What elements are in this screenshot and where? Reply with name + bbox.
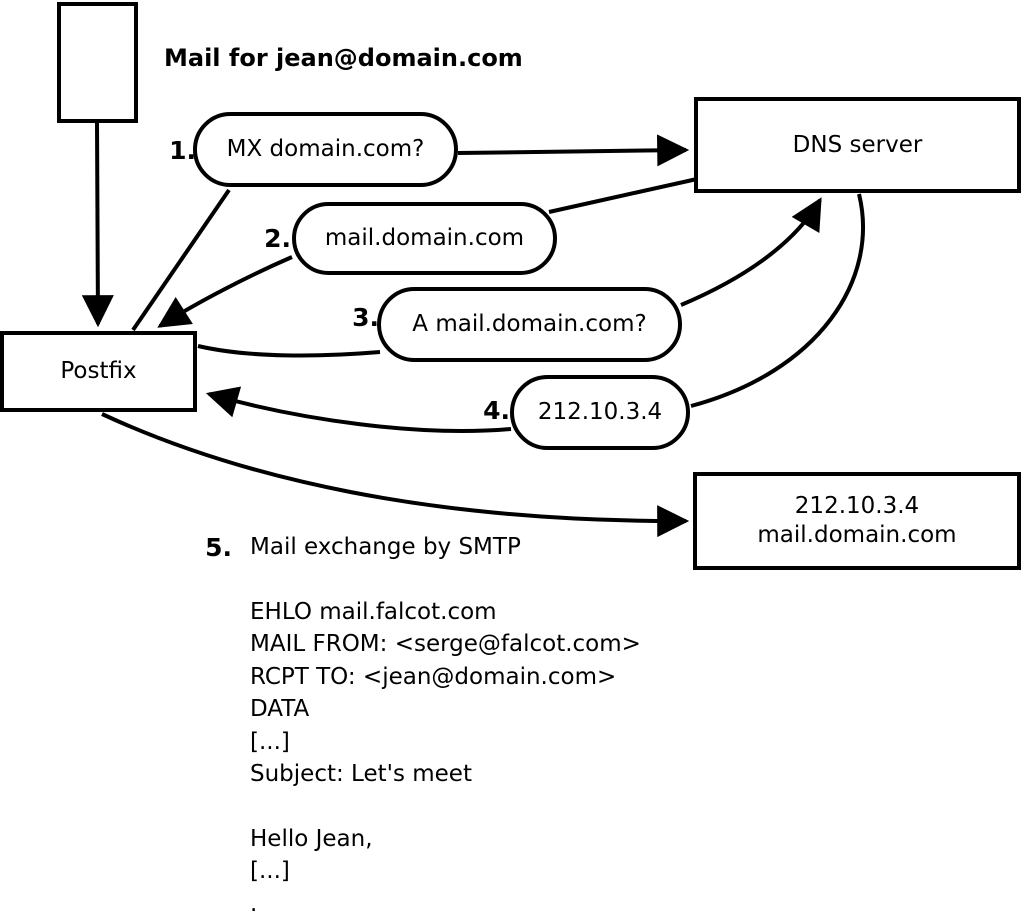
answer-a-label: 212.10.3.4 <box>537 399 663 426</box>
smtp-line: . <box>250 890 258 917</box>
smtp-line: [...] <box>250 858 290 885</box>
postfix-box: Postfix <box>0 331 197 412</box>
smtp-line: RCPT TO: <jean@domain.com> <box>250 663 617 690</box>
arrow-answer-a-to-postfix <box>205 386 512 433</box>
smtp-line: [...] <box>250 728 290 755</box>
link-dns-to-answer-mx <box>548 177 698 214</box>
link-dns-to-answer-a <box>690 193 865 408</box>
smtp-line: Hello Jean, <box>250 825 373 852</box>
arrow-query-mx-to-dns <box>457 134 690 167</box>
step-5-number: 5. <box>205 533 232 562</box>
arrow-envelope-to-postfix <box>81 122 114 328</box>
link-postfix-to-query-a <box>197 344 381 358</box>
smtp-line: Subject: Let's meet <box>250 761 472 788</box>
smtp-session-block: EHLO mail.falcot.com MAIL FROM: <serge@f… <box>250 596 641 919</box>
smtp-line <box>250 790 641 822</box>
smtp-line: EHLO mail.falcot.com <box>250 599 497 625</box>
mailserver-ip: 212.10.3.4 <box>794 493 920 519</box>
step-4-number: 4. <box>483 396 510 425</box>
smtp-line: MAIL FROM: <serge@falcot.com> <box>250 631 641 658</box>
mail-for-label: Mail for jean@domain.com <box>164 44 523 72</box>
dns-server-box: DNS server <box>694 97 1021 193</box>
step-1-number: 1. <box>169 136 196 165</box>
smtp-line: DATA <box>250 696 310 723</box>
step-3-number: 3. <box>352 303 379 332</box>
mailserver-hostname: mail.domain.com <box>757 522 957 548</box>
dns-server-label: DNS server <box>792 131 923 158</box>
arrow-answer-mx-to-postfix <box>157 255 293 328</box>
answer-mx-pill: mail.domain.com <box>292 202 557 275</box>
answer-a-pill: 212.10.3.4 <box>510 375 690 450</box>
answer-mx-label: mail.domain.com <box>324 225 525 252</box>
link-postfix-to-query-mx <box>131 188 231 332</box>
query-mx-pill: MX domain.com? <box>193 112 458 187</box>
query-a-pill: A mail.domain.com? <box>377 287 682 362</box>
mailserver-box: 212.10.3.4 mail.domain.com <box>693 472 1021 570</box>
arrow-query-a-to-dns <box>680 197 822 307</box>
envelope-box <box>57 2 138 123</box>
step-5-label: Mail exchange by SMTP <box>250 534 521 560</box>
step-2-number: 2. <box>264 224 291 253</box>
query-mx-label: MX domain.com? <box>226 136 425 163</box>
query-a-label: A mail.domain.com? <box>412 311 647 338</box>
postfix-label: Postfix <box>60 358 137 385</box>
arrow-postfix-to-mailserver <box>101 412 690 538</box>
